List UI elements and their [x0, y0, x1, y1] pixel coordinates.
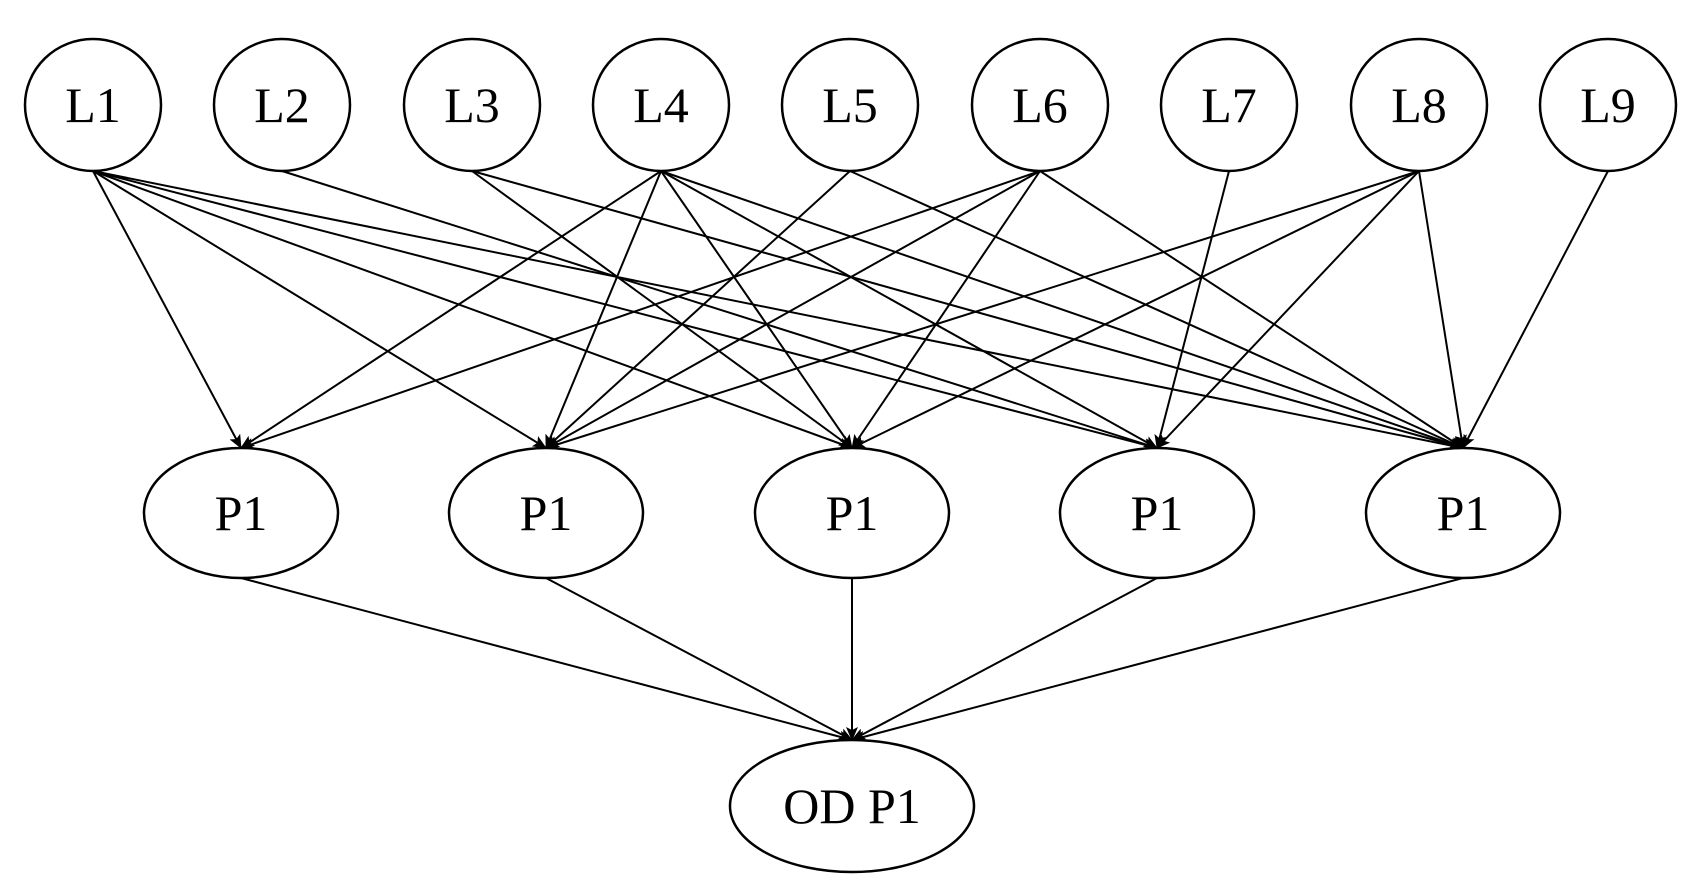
node-L6-shape [970, 37, 1110, 173]
node-P1-1-label: P1 [215, 485, 268, 541]
node-L3: L3 [402, 37, 542, 173]
edge-L5-to-P1b [545, 170, 851, 449]
node-P1-3: P1 [753, 446, 951, 580]
node-OD-P1-shape [728, 738, 976, 874]
node-L7: L7 [1159, 37, 1299, 173]
edge-L4-to-P1d [660, 170, 1158, 449]
edge-L4-to-P1c [660, 170, 853, 449]
node-L8-label: L8 [1391, 77, 1447, 133]
node-L2-shape [212, 37, 352, 173]
node-P1-5-shape [1364, 446, 1562, 580]
edge-L3-to-P1c [471, 170, 853, 449]
edge-L6-to-P1e [1039, 170, 1464, 449]
edge-P1b-to-OD [545, 577, 853, 741]
node-P1-3-label: P1 [826, 485, 879, 541]
node-P1-2: P1 [447, 446, 645, 580]
node-P1-4-shape [1058, 446, 1256, 580]
node-P1-2-shape [447, 446, 645, 580]
node-L2: L2 [212, 37, 352, 173]
edge-L4-to-P1b [545, 170, 662, 449]
edge-L4-to-P1a [240, 170, 662, 449]
node-L5-shape [780, 37, 920, 173]
edge-L8-to-P1e [1418, 170, 1467, 449]
node-L9: L9 [1538, 37, 1678, 173]
edge-layer [92, 170, 1609, 743]
node-L9-label: L9 [1580, 77, 1636, 133]
edge-L5-to-P1e [849, 170, 1464, 449]
node-L4: L4 [591, 37, 731, 173]
node-L6-label: L6 [1012, 77, 1068, 133]
node-P1-1: P1 [142, 446, 340, 580]
node-L1-label: L1 [65, 77, 121, 133]
edge-L1-to-P1a [92, 170, 242, 449]
node-OD-P1-label: OD P1 [783, 778, 921, 834]
edge-L8-to-P1c [851, 170, 1420, 449]
edge-P1e-to-OD [851, 577, 1464, 743]
node-L1-shape [23, 37, 163, 173]
node-OD-P1: OD P1 [728, 738, 976, 874]
edge-L6-to-P1b [545, 170, 1041, 449]
edge-L2-to-P1d [281, 170, 1158, 450]
edge-L3-to-P1e [471, 170, 1464, 451]
edge-L6-to-P1a [240, 170, 1041, 450]
node-L3-shape [402, 37, 542, 173]
node-P1-4: P1 [1058, 446, 1256, 580]
edge-L8-to-P1b [545, 170, 1420, 450]
node-L4-label: L4 [633, 77, 689, 133]
edge-L1-to-P1b [92, 170, 547, 449]
node-L4-shape [591, 37, 731, 173]
node-P1-5-label: P1 [1437, 485, 1490, 541]
edge-L7-to-P1d [1154, 170, 1230, 449]
edge-L6-to-P1c [851, 170, 1041, 449]
node-P1-2-label: P1 [520, 485, 573, 541]
node-L7-label: L7 [1201, 77, 1257, 133]
node-L8: L8 [1349, 37, 1489, 173]
edge-L4-to-P1e [660, 170, 1464, 450]
edge-P1d-to-OD [851, 577, 1158, 741]
node-L7-shape [1159, 37, 1299, 173]
node-P1-3-shape [753, 446, 951, 580]
edge-L9-to-P1e [1462, 170, 1609, 449]
node-layer: L1 L2 L3 L4 L5 L6 L7 L8 [23, 37, 1678, 874]
edge-L1-to-P1d [92, 170, 1158, 451]
edge-L1-to-P1c [92, 170, 853, 450]
node-L2-label: L2 [254, 77, 310, 133]
node-L8-shape [1349, 37, 1489, 173]
node-L5-label: L5 [822, 77, 878, 133]
node-L3-label: L3 [444, 77, 500, 133]
edge-L1-to-P1e [92, 170, 1464, 452]
node-L6: L6 [970, 37, 1110, 173]
node-L1: L1 [23, 37, 163, 173]
node-P1-4-label: P1 [1131, 485, 1184, 541]
node-L9-shape [1538, 37, 1678, 173]
edge-P1a-to-OD [240, 577, 853, 743]
node-P1-5: P1 [1364, 446, 1562, 580]
node-L5: L5 [780, 37, 920, 173]
edge-L8-to-P1d [1156, 170, 1420, 449]
node-P1-1-shape [142, 446, 340, 580]
